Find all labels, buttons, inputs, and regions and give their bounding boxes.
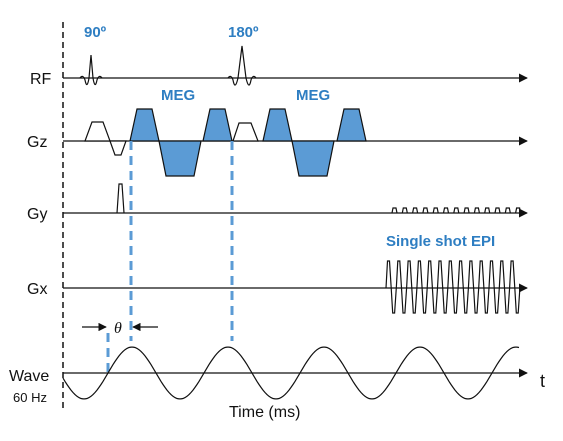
time-axis-label: Time (ms) bbox=[229, 404, 300, 421]
gy-blip bbox=[515, 207, 522, 214]
gz-slice-select-lobe bbox=[84, 121, 111, 142]
gy-blip bbox=[473, 207, 480, 214]
gy-epi-blips bbox=[391, 207, 522, 214]
meg-lobe-1c bbox=[202, 108, 233, 142]
meg-lobe-1a bbox=[129, 108, 160, 142]
gy-blip bbox=[453, 207, 460, 214]
gy-phase-encode-prewinder bbox=[116, 183, 125, 214]
gy-blip bbox=[432, 207, 439, 214]
meg-lobe-1b bbox=[158, 140, 202, 177]
gy-blip bbox=[391, 207, 398, 214]
gy-channel-label: Gy bbox=[27, 206, 47, 223]
theta-symbol: θ bbox=[114, 320, 122, 337]
meg-lobe-2b bbox=[291, 140, 335, 177]
gy-blip bbox=[494, 207, 501, 214]
gz-rephase-lobe bbox=[109, 140, 127, 156]
meg-label-1: MEG bbox=[161, 87, 195, 104]
gx-epi-readout bbox=[385, 260, 521, 314]
wave-frequency-label: 60 Hz bbox=[13, 390, 47, 405]
rf-90-pulse bbox=[79, 54, 103, 86]
rf-channel-label: RF bbox=[30, 71, 52, 88]
gy-blip bbox=[442, 207, 450, 214]
gx-channel-label: Gx bbox=[27, 281, 47, 298]
gy-blip bbox=[412, 207, 419, 214]
t-axis-label: t bbox=[540, 371, 545, 391]
gy-blip bbox=[422, 207, 429, 214]
pulse-90-label: 90º bbox=[84, 24, 107, 41]
gy-blip bbox=[484, 207, 491, 214]
gz-channel-label: Gz bbox=[27, 134, 47, 151]
pulse-180-label: 180º bbox=[228, 24, 259, 41]
meg-lobe-2a bbox=[262, 108, 293, 142]
meg-label-2: MEG bbox=[296, 87, 330, 104]
wave-sinusoid bbox=[62, 346, 520, 400]
gy-blip bbox=[463, 207, 470, 214]
wave-channel-label: Wave bbox=[9, 368, 49, 385]
rf-180-pulse bbox=[227, 45, 257, 86]
gy-blip bbox=[504, 207, 511, 214]
gy-blip bbox=[401, 207, 408, 214]
meg-lobe-2c bbox=[336, 108, 367, 142]
epi-label: Single shot EPI bbox=[386, 233, 495, 250]
gz-180-slice-lobe bbox=[232, 122, 259, 142]
